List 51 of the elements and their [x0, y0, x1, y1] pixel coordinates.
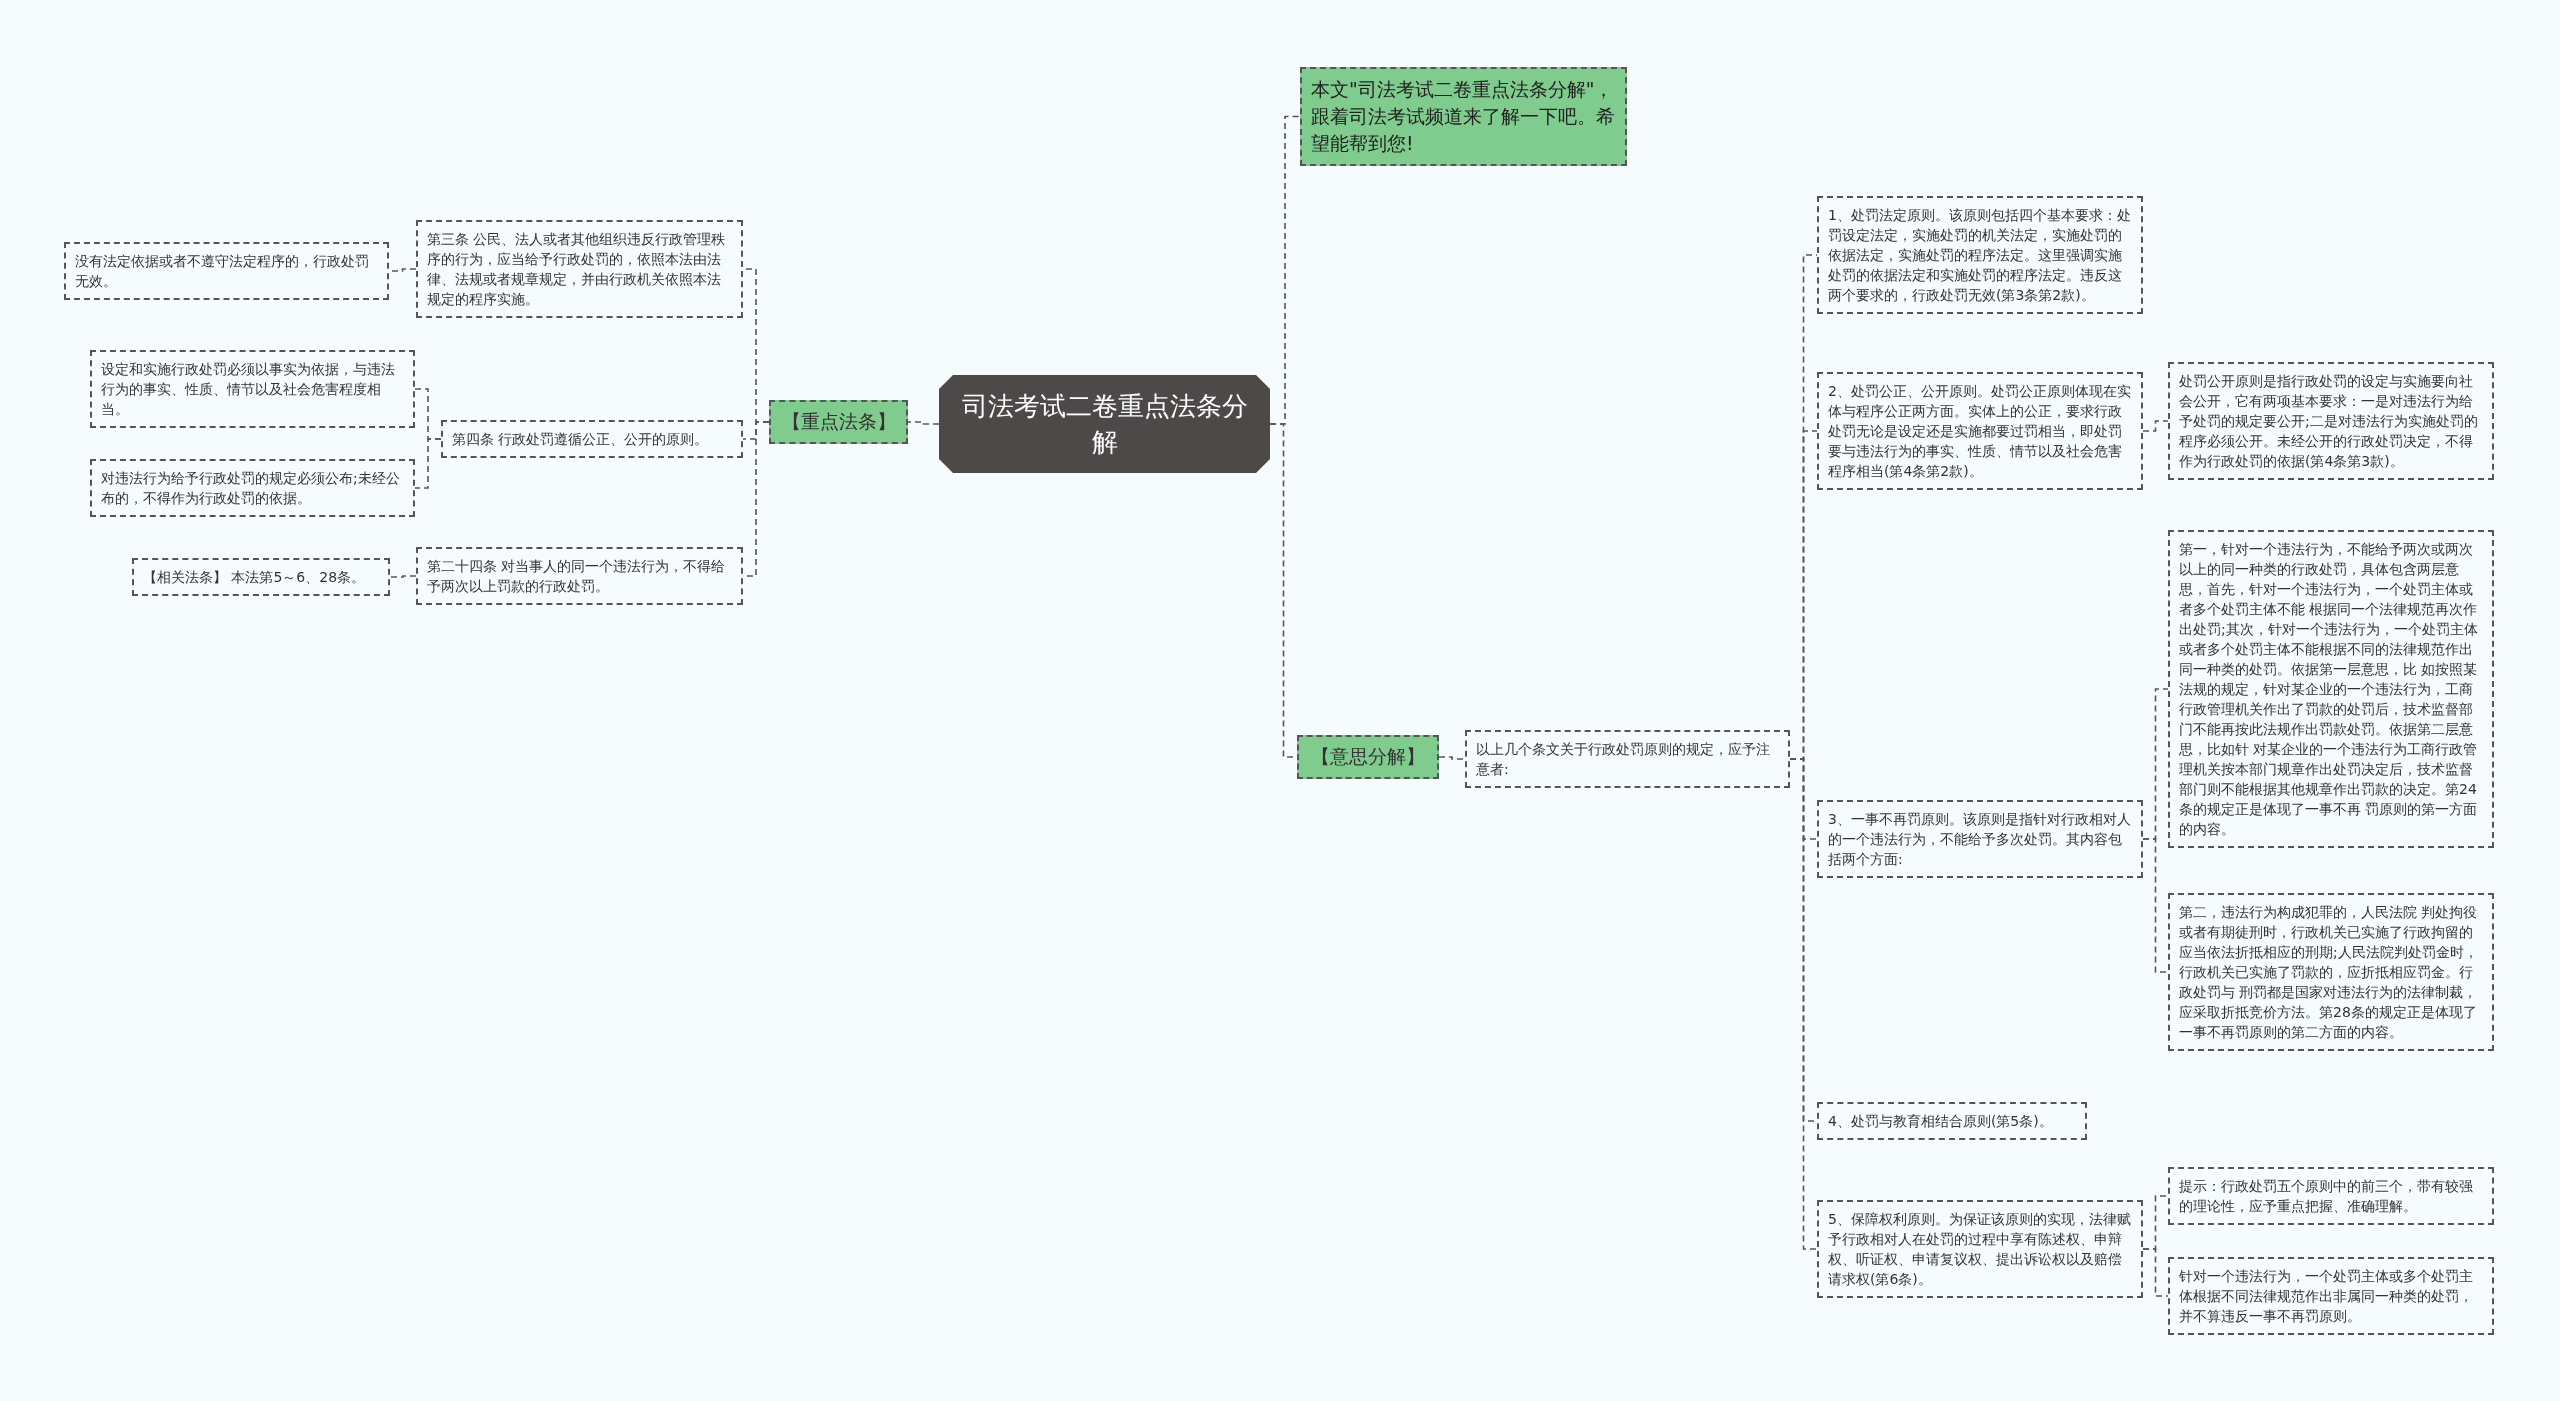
topic-text: 本文"司法考试二卷重点法条分解"，跟着司法考试频道来了解一下吧。希望能帮到您! — [1311, 78, 1615, 154]
topic-box — [132, 558, 390, 596]
topic-box — [64, 242, 389, 300]
topic-box — [416, 547, 743, 605]
topic-text: 【意思分解】 — [1311, 745, 1425, 767]
topic-text: 2、处罚公正、公开原则。处罚公正原则体现在实体与程序公正两方面。实体上的公正，要求行政处罚无论是设定还是实施都要过罚相当，即处罚要与违法行为的事实、性质、情节以及社会危害程序相当(第4条第2款)。 — [1828, 383, 2131, 479]
topic-text: 1、处罚法定原则。该原则包括四个基本要求：处罚设定法定，实施处罚的机关法定，实施处罚的依据法定，实施处罚的程序法定。这里强调实施处罚的依据法定和实施处罚的程序法定。违反这两个要求的，行政处罚无效(第3条第2款)。 — [1828, 207, 2131, 303]
branch-topic-box — [769, 400, 908, 444]
topic-text: 第一，针对一个违法行为，不能给予两次或两次以上的同一种类的行政处罚，具体包含两层意思，首先，针对一个违法行为，一个处罚主体或者多个处罚主体不能 根据同一个法律规范再次作出处罚;其次，针对一个违法行为，一个处罚主体或者多个处罚主体不能根据不同的法律规范作出同一种类的处罚。依据第一层意思，比 如按照某法规的规定，针对某企业的一个违法行为，工商行政管理机关作出了罚款的处罚后，技术监督部门不能再按此法规作出罚款处罚。依据第二层意思，比如针 对某企业的一个违法行为工商行政管理机关按本部门规章作出处罚决定后，技术监督部门则不能根据其他规章作出罚款的决定。第24条的规定正是体现了一事不再 罚原则的第一方面的内容。 — [2179, 541, 2478, 837]
intro-note-box — [1300, 67, 1627, 166]
topic-box — [2168, 893, 2494, 1051]
connector-line — [1789, 758, 1818, 1250]
topic-box — [1817, 372, 2143, 490]
topic-text: 提示：行政处罚五个原则中的前三个，带有较强的理论性，应予重点把握、准确理解。 — [2179, 1178, 2473, 1214]
connector-line — [414, 438, 442, 489]
topic-text: 第四条 行政处罚遵循公正、公开的原则。 — [452, 431, 709, 447]
topic-box — [1465, 730, 1790, 788]
topic-text: 以上几个条文关于行政处罚原则的规定，应予注意者: — [1476, 741, 1770, 777]
connector-line — [2142, 1248, 2169, 1297]
connector-line — [2142, 420, 2169, 432]
topic-text: 4、处罚与教育相结合原则(第5条)。 — [1828, 1113, 2053, 1129]
topic-box — [2168, 1167, 2494, 1225]
branch-topic-box — [1297, 735, 1439, 779]
topic-text: 设定和实施行政处罚必须以事实为依据，与违法行为的事实、性质、情节以及社会危害程度相当。 — [101, 361, 395, 417]
topic-text: 第三条 公民、法人或者其他组织违反行政管理秩序的行为，应当给予行政处罚的，依照本法由法律、法规或者规章规定，并由行政机关依照本法规定的程序实施。 — [427, 231, 726, 307]
topic-box — [1817, 800, 2143, 878]
topic-box — [2168, 362, 2494, 480]
topic-text: 针对一个违法行为，一个处罚主体或多个处罚主体根据不同法律规范作出非属同一种类的处罚，并不算违反一事不再罚原则。 — [2179, 1268, 2473, 1324]
topic-box — [90, 459, 415, 517]
topic-box — [416, 220, 743, 318]
central-topic — [939, 375, 1270, 473]
topic-text: 【相关法条】 本法第5～6、28条。 — [143, 569, 366, 585]
topic-box — [2168, 1257, 2494, 1335]
topic-text: 对违法行为给予行政处罚的规定必须公布;未经公布的，不得作为行政处罚的依据。 — [101, 470, 400, 506]
topic-box — [90, 350, 415, 428]
topic-box — [441, 420, 743, 458]
topic-text: 3、一事不再罚原则。该原则是指针对行政相对人的一个违法行为，不能给予多次处罚。其内容包括两个方面: — [1828, 811, 2131, 867]
topic-box — [1817, 1102, 2087, 1140]
connector-line — [907, 421, 940, 425]
topic-text: 5、保障权利原则。为保证该原则的实现，法律赋予行政相对人在处罚的过程中享有陈述权、申辩权、听证权、申请复议权、提出诉讼权以及赔偿请求权(第6条)。 — [1828, 1211, 2131, 1287]
topic-text: 没有法定依据或者不遵守法定程序的，行政处罚无效。 — [75, 253, 369, 289]
topic-text: 【重点法条】 — [781, 410, 896, 432]
connector-line — [389, 575, 417, 578]
topic-text: 处罚公开原则是指行政处罚的设定与实施要向社会公开，它有两项基本要求：一是对违法行为给予处罚的规定要公开;二是对违法行为实施处罚的程序必须公开。未经公开的行政处罚决定，不得作为行政处罚的依据(第4条第3款)。 — [2179, 373, 2478, 469]
topic-title: 司法考试二卷重点法条分解 — [960, 390, 1249, 459]
topic-box — [1817, 196, 2143, 314]
topic-text: 第二，违法行为构成犯罪的，人民法院 判处拘役或者有期徒刑时，行政机关已实施了行政拘留的应当依法折抵相应的刑期;人民法院判处罚金时，行政机关已实施了罚款的，应折抵相应罚金。行政处罚与 刑罚都是国家对违法行为的法律制裁，应采取折抵竞价方法。第28条的规定正是体现了一事不再罚原则的第二方面的内容。 — [2179, 904, 2478, 1040]
connector-line — [1438, 756, 1466, 760]
topic-box — [1817, 1200, 2143, 1298]
connector-line — [2142, 838, 2169, 973]
topic-text: 第二十四条 对当事人的同一个违法行为，不得给予两次以上罚款的行政处罚。 — [427, 558, 726, 594]
